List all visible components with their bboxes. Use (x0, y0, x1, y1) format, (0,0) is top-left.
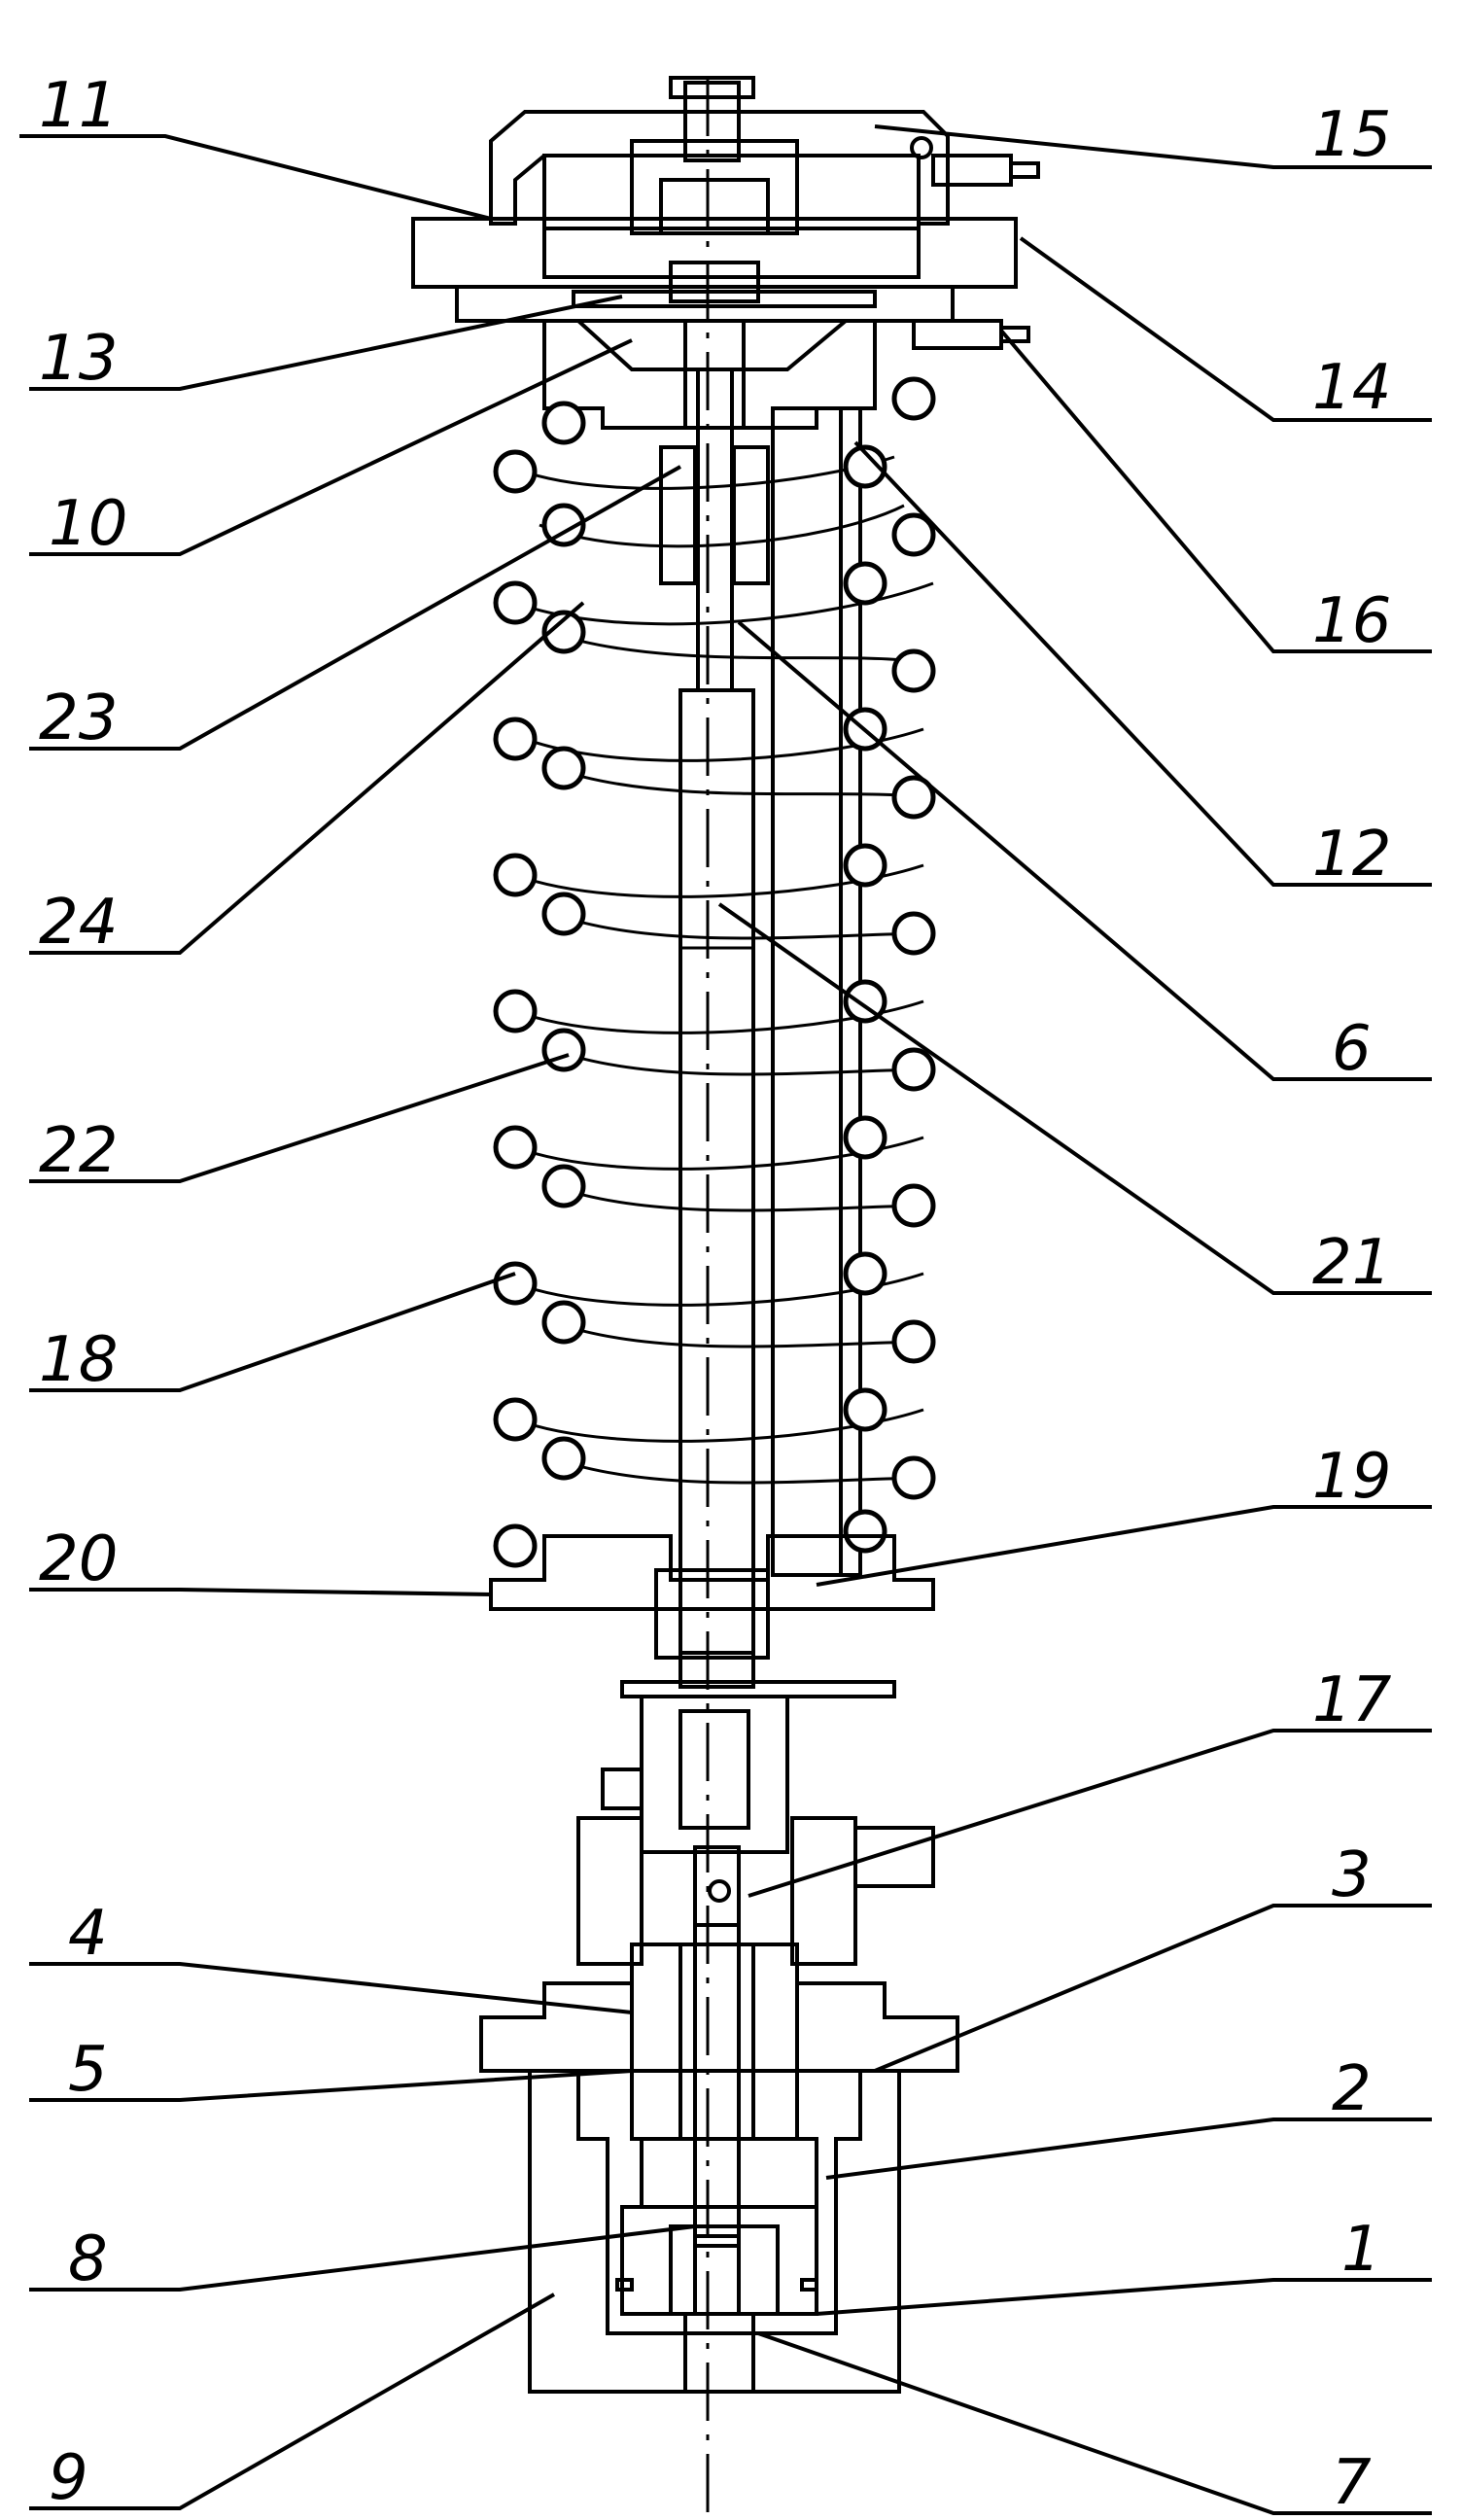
callout-15: 15 (1312, 99, 1391, 171)
callout-labels: 11 15 13 14 10 16 23 12 24 6 22 21 18 19… (39, 70, 1392, 2519)
callout-20: 20 (39, 1523, 118, 1595)
callout-23: 23 (39, 682, 118, 754)
valve-body (528, 2069, 901, 2394)
spring-coils (493, 376, 936, 1568)
callout-7: 7 (1332, 2447, 1372, 2519)
leader-lines (19, 124, 1432, 2515)
callout-14: 14 (1312, 352, 1391, 424)
callout-5: 5 (68, 2034, 108, 2106)
spring-seat (489, 1534, 935, 1660)
callout-18: 18 (39, 1324, 118, 1396)
lower-bonnet (479, 1923, 959, 2248)
callout-17: 17 (1312, 1664, 1392, 1736)
callout-1: 1 (1341, 2214, 1381, 2286)
stem-assembly (659, 368, 862, 1655)
callout-4: 4 (68, 1898, 108, 1970)
coupling (576, 1656, 935, 1966)
callout-10: 10 (49, 488, 127, 560)
callout-3: 3 (1332, 1839, 1372, 1911)
diaphragm-housing (411, 76, 1040, 430)
callout-21: 21 (1312, 1227, 1391, 1299)
callout-11: 11 (39, 70, 118, 142)
callout-2: 2 (1332, 2053, 1372, 2125)
callout-12: 12 (1312, 819, 1391, 891)
callout-8: 8 (68, 2223, 108, 2295)
callout-13: 13 (39, 323, 118, 395)
callout-19: 19 (1312, 1441, 1391, 1513)
callout-9: 9 (49, 2442, 88, 2514)
callout-24: 24 (39, 887, 118, 959)
callout-22: 22 (39, 1115, 118, 1187)
callout-6: 6 (1332, 1013, 1372, 1085)
callout-16: 16 (1312, 585, 1391, 657)
